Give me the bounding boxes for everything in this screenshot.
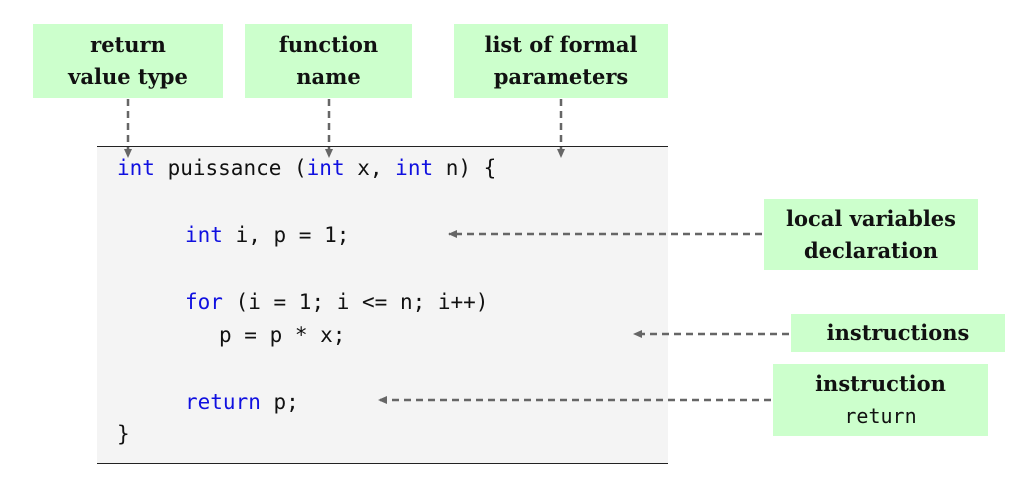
code-text: p; — [260, 390, 299, 414]
code-line-close: } — [117, 419, 130, 449]
code-text: i, p = 1; — [222, 223, 350, 247]
instructions-label: instructions — [791, 314, 1005, 352]
keyword: for — [185, 290, 223, 314]
label-line: function — [278, 32, 379, 57]
label-line: local variables — [786, 205, 956, 231]
formal-parameters-label: list of formal parameters — [454, 24, 668, 98]
code-line-declaration: int i, p = 1; — [185, 220, 349, 250]
code-text: } — [117, 422, 130, 446]
code-text: n) { — [433, 156, 497, 180]
label-line: instructions — [826, 320, 970, 345]
code-listing — [97, 146, 668, 464]
label-line: parameters — [493, 64, 629, 89]
label-line-mono: return — [844, 404, 917, 428]
code-text: x, — [344, 156, 396, 180]
code-line-signature: int puissance (int x, int n) { — [117, 153, 496, 183]
local-variables-label: local variables declaration — [764, 199, 978, 270]
instruction-return-label: instruction return — [773, 364, 988, 436]
code-line-return: return p; — [185, 387, 299, 417]
label-line: declaration — [803, 237, 939, 263]
label-line: list of formal — [484, 32, 638, 57]
function-name-label: function name — [245, 24, 412, 98]
code-text: p = p * x; — [219, 323, 346, 347]
return-value-type-label: return value type — [33, 24, 223, 98]
keyword: int — [117, 156, 155, 180]
label-line: return — [90, 32, 166, 57]
keyword: int — [395, 156, 434, 180]
label-line: value type — [68, 64, 188, 89]
code-text: puissance ( — [154, 156, 307, 180]
keyword: int — [306, 156, 345, 180]
label-line: name — [296, 64, 361, 89]
label-line: instruction — [815, 371, 946, 396]
code-line-for: for (i = 1; i <= n; i++) — [185, 287, 488, 317]
code-line-body: p = p * x; — [219, 320, 345, 350]
keyword: int — [185, 223, 223, 247]
code-text: (i = 1; i <= n; i++) — [222, 290, 489, 314]
keyword: return — [185, 390, 261, 414]
